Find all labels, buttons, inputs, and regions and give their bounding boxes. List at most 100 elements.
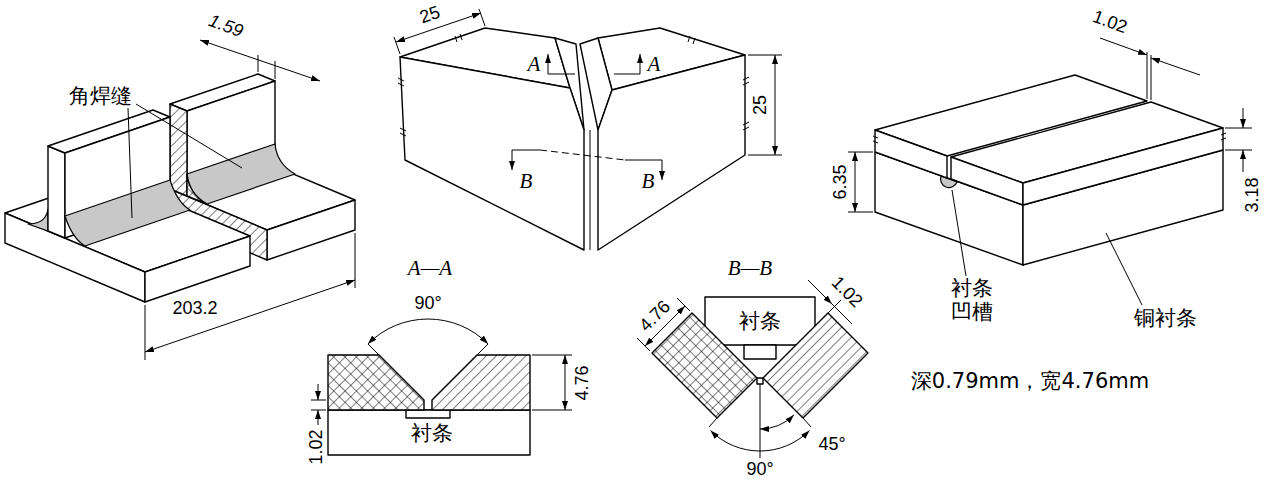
v-groove-specimen-part <box>479 9 485 26</box>
section-a-a-part <box>368 344 379 355</box>
t-joint-specimen-part <box>145 236 250 302</box>
v-groove-specimen-part <box>548 54 549 74</box>
section-b-b-part <box>760 384 761 458</box>
section-b-b-part <box>705 297 815 345</box>
dimension-value: 4.76 <box>635 296 674 335</box>
copper-backing-specimen-part <box>848 152 873 153</box>
t-joint-specimen-part <box>200 40 320 81</box>
copper-backing-specimen-part <box>1151 58 1200 75</box>
copper-backing-specimen <box>848 38 1252 305</box>
t-joint-specimen-part <box>65 180 190 246</box>
angle-value: 90° <box>746 459 773 480</box>
t-joint-specimen-part <box>48 146 65 238</box>
section-title: B—B <box>728 256 772 280</box>
v-groove-specimen-part <box>394 37 400 54</box>
v-groove-specimen-part <box>640 54 641 74</box>
copper-backing-specimen-part <box>952 190 966 276</box>
weld-label: 角焊缝 <box>69 84 132 108</box>
t-joint-specimen-part <box>267 200 355 260</box>
dimension-value: 25 <box>750 95 771 115</box>
section-a-a-part <box>318 410 319 425</box>
t-joint-specimen-part <box>145 280 355 352</box>
section-a-a-part <box>477 344 488 355</box>
section-a-a-part <box>368 319 488 344</box>
dimension-value: 1.59 <box>206 10 246 41</box>
section-mark: B <box>642 169 655 193</box>
t-joint-specimen-part <box>258 55 259 72</box>
copper-backing-specimen-part <box>875 130 947 178</box>
part-label: 铜衬条 <box>1134 306 1197 330</box>
v-groove-specimen-part <box>590 130 591 250</box>
section-a-a <box>311 319 572 455</box>
t-joint-specimen-part <box>136 104 242 168</box>
v-groove-specimen-part <box>400 57 584 250</box>
copper-backing-specimen-part <box>873 133 1226 143</box>
dimension-value: 4.76 <box>572 365 593 400</box>
v-groove-specimen-part <box>548 74 575 75</box>
section-a-a-part <box>318 384 319 400</box>
section-b-b-part <box>677 298 690 311</box>
section-a-a-part <box>328 355 424 410</box>
t-joint-specimen-part <box>275 61 276 79</box>
section-title: A—A <box>408 256 452 280</box>
section-a-a-part <box>532 355 572 356</box>
copper-backing-specimen-part <box>848 212 873 213</box>
section-mark: A <box>648 52 661 76</box>
section-b-b-part <box>757 378 763 384</box>
copper-backing-specimen-part <box>1023 128 1223 205</box>
t-joint-specimen-part <box>128 108 132 218</box>
v-groove-specimen <box>394 9 782 250</box>
copper-backing-specimen-part <box>1106 233 1142 305</box>
v-groove-specimen-part <box>625 160 662 161</box>
t-joint-specimen-part <box>187 174 207 204</box>
copper-backing-specimen-part <box>855 152 856 212</box>
t-joint-specimen <box>5 40 355 360</box>
part-label: 衬条 <box>739 309 781 333</box>
copper-backing-specimen-part <box>1243 108 1244 128</box>
dimension-value: 1.02 <box>1090 6 1130 37</box>
angle-value: 45° <box>818 434 845 455</box>
v-groove-specimen-part <box>598 55 745 250</box>
section-b-b-part <box>744 345 776 359</box>
part-label: 衬条 凹槽 <box>947 276 997 324</box>
section-a-a-part <box>328 410 530 455</box>
dimension-value: 6.35 <box>830 164 851 199</box>
dimension-value: 1.02 <box>306 429 327 464</box>
section-a-a-part <box>565 355 566 410</box>
section-b-b-part <box>709 418 717 427</box>
copper-backing-specimen-part <box>951 157 1023 205</box>
note-text: 深0.79mm，宽4.76mm <box>911 369 1149 393</box>
v-groove-specimen-part <box>748 155 782 156</box>
v-groove-specimen-part <box>512 150 513 170</box>
v-groove-specimen-part <box>614 74 640 75</box>
section-b-b-part <box>803 418 811 427</box>
copper-backing-specimen-part <box>1225 128 1252 129</box>
t-joint-specimen-part <box>170 104 187 196</box>
section-a-a-part <box>406 410 450 418</box>
dimension-value: 1.02 <box>827 272 866 311</box>
copper-backing-specimen-part <box>1147 52 1148 99</box>
copper-backing-specimen-part <box>1151 55 1152 100</box>
section-b-b-part <box>637 338 650 351</box>
section-b-b-part <box>808 280 832 304</box>
section-b-b <box>637 280 868 458</box>
copper-backing-specimen-part <box>1100 38 1147 55</box>
v-groove-specimen-part <box>398 34 749 136</box>
section-mark: B <box>520 169 533 193</box>
v-groove-specimen-part <box>512 150 540 151</box>
section-a-a-part <box>532 410 572 411</box>
dimension-value: 25 <box>417 2 443 28</box>
dimension-value: 203.2 <box>172 298 217 319</box>
part-label: 衬条 <box>411 421 453 445</box>
copper-backing-specimen-part <box>1225 150 1252 151</box>
copper-backing-specimen-part <box>1243 150 1244 172</box>
v-groove-specimen-part <box>748 55 782 56</box>
angle-value: 90° <box>414 293 441 314</box>
v-groove-specimen-part <box>662 160 663 180</box>
t-joint-specimen-part <box>28 209 48 231</box>
dimension-value: 3.18 <box>1242 177 1263 212</box>
section-a-a-part <box>432 355 530 410</box>
